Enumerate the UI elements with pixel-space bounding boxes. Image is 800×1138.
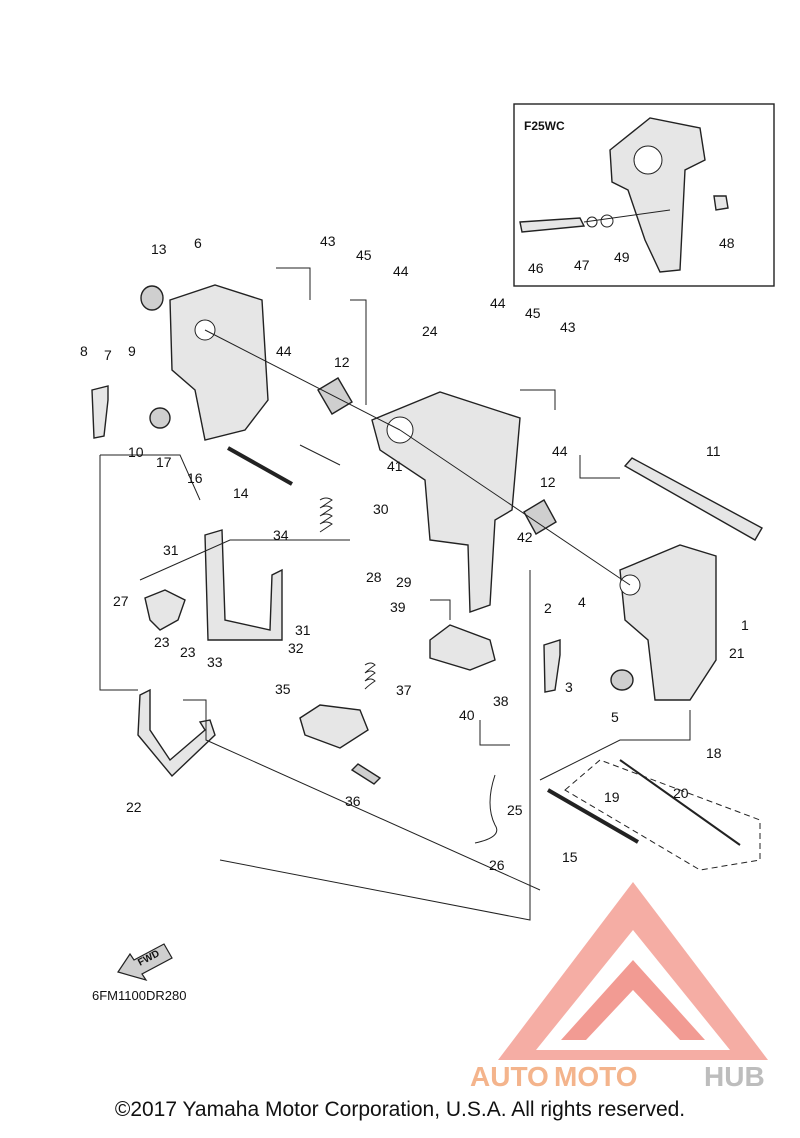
- callout-10: 10: [128, 444, 144, 460]
- callout-23a: 23: [154, 634, 170, 650]
- fwd-arrow: FWD: [117, 943, 173, 982]
- callout-16: 16: [187, 470, 203, 486]
- callout-23b: 23: [180, 644, 196, 660]
- callout-22: 22: [126, 799, 142, 815]
- callout-35: 35: [275, 681, 291, 697]
- watermark-hub: HUB: [704, 1061, 765, 1092]
- inset-title: F25WC: [524, 119, 565, 133]
- callout-31a: 31: [163, 542, 179, 558]
- watermark-text: AUTO MOTO HUB: [470, 1061, 765, 1092]
- callout-40: 40: [459, 707, 475, 723]
- callout-24: 24: [422, 323, 438, 339]
- callout-28: 28: [366, 569, 382, 585]
- callout-labels: 1 2 3 4 5 6 7 8 9 10 11 12 12 13 14 15 1…: [80, 233, 749, 873]
- callout-44b: 44: [276, 343, 292, 359]
- callout-38: 38: [493, 693, 509, 709]
- callout-8: 8: [80, 343, 88, 359]
- callout-49: 49: [614, 249, 630, 265]
- callout-19: 19: [604, 789, 620, 805]
- callout-21: 21: [729, 645, 745, 661]
- callout-11: 11: [706, 443, 721, 459]
- callout-6: 6: [194, 235, 202, 251]
- callout-32: 32: [288, 640, 304, 656]
- watermark-auto: AUTO: [470, 1061, 549, 1092]
- callout-17: 17: [156, 454, 172, 470]
- callout-33: 33: [207, 654, 223, 670]
- callout-31b: 31: [295, 622, 311, 638]
- callout-43b: 43: [560, 319, 576, 335]
- callout-36: 36: [345, 793, 361, 809]
- callout-26: 26: [489, 857, 505, 873]
- callout-42: 42: [517, 529, 533, 545]
- callout-45a: 45: [356, 247, 372, 263]
- diagram-code: 6FM1100DR280: [92, 988, 186, 1003]
- callout-48: 48: [719, 235, 735, 251]
- callout-34: 34: [273, 527, 289, 543]
- callout-41: 41: [387, 458, 403, 474]
- callout-2: 2: [544, 600, 552, 616]
- callout-12a: 12: [334, 354, 350, 370]
- callout-20: 20: [673, 785, 689, 801]
- callout-1: 1: [741, 617, 749, 633]
- callout-15: 15: [562, 849, 578, 865]
- callout-39: 39: [390, 599, 406, 615]
- callout-4: 4: [578, 594, 586, 610]
- callout-25: 25: [507, 802, 523, 818]
- callout-5: 5: [611, 709, 619, 725]
- callout-30: 30: [373, 501, 389, 517]
- callout-18: 18: [706, 745, 722, 761]
- callout-37: 37: [396, 682, 412, 698]
- inset-box: F25WC: [513, 103, 775, 287]
- callout-12b: 12: [540, 474, 556, 490]
- callout-47: 47: [574, 257, 590, 273]
- callout-9: 9: [128, 343, 136, 359]
- callout-44c: 44: [490, 295, 506, 311]
- callout-14: 14: [233, 485, 249, 501]
- callout-45b: 45: [525, 305, 541, 321]
- callout-29: 29: [396, 574, 412, 590]
- callout-44d: 44: [552, 443, 568, 459]
- callout-43a: 43: [320, 233, 336, 249]
- callout-13: 13: [151, 241, 167, 257]
- callout-3: 3: [565, 679, 573, 695]
- callout-46: 46: [528, 260, 544, 276]
- callout-7: 7: [104, 347, 112, 363]
- watermark-logo: [498, 882, 768, 1060]
- copyright-notice: ©2017 Yamaha Motor Corporation, U.S.A. A…: [114, 1098, 686, 1121]
- leader-lines: [99, 267, 691, 921]
- watermark-moto: MOTO: [554, 1061, 637, 1092]
- callout-44a: 44: [393, 263, 409, 279]
- part-shapes: [91, 284, 763, 871]
- callout-27: 27: [113, 593, 129, 609]
